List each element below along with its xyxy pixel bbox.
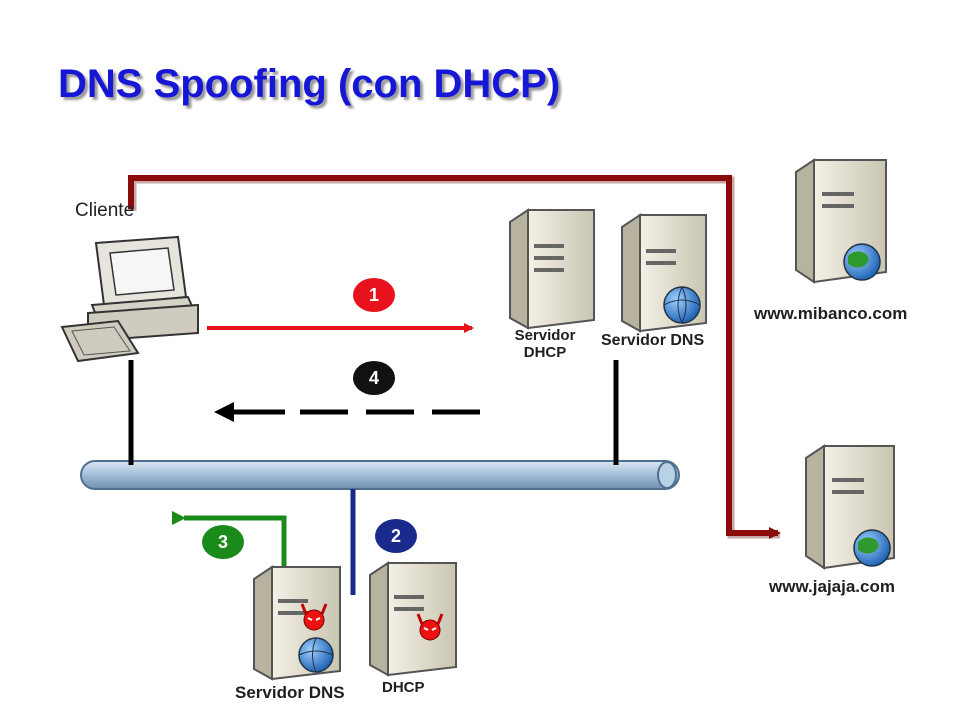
devil-icon [300,603,328,631]
rogue-dhcp-label: DHCP [382,679,425,696]
server-icon [621,213,707,333]
devil-icon [416,613,444,641]
rogue-dns-label: Servidor DNS [235,683,345,702]
server-icon [369,561,457,677]
server-icon [509,208,595,330]
step-3-badge: 3 [202,525,244,559]
computer-icon [60,235,199,363]
step-2-badge: 2 [375,519,417,553]
dhcp-server-label: Servidor DHCP [514,327,576,361]
bank-site-label: www.mibanco.com [754,304,908,323]
server-icon [795,158,887,284]
step-4-badge: 4 [353,361,395,395]
dns-server-label: Servidor DNS [601,332,705,349]
network-bus [80,460,680,490]
step-1-badge: 1 [353,278,395,312]
slide-title: DNS Spoofing (con DHCP) [58,62,561,106]
step4-arrow [214,402,480,422]
server-icon [805,444,895,570]
step3-arrow [172,511,287,570]
redirect-path [128,175,781,539]
client-label: Cliente [75,200,135,221]
fake-site-label: www.jajaja.com [769,577,895,596]
server-icon [253,565,341,681]
